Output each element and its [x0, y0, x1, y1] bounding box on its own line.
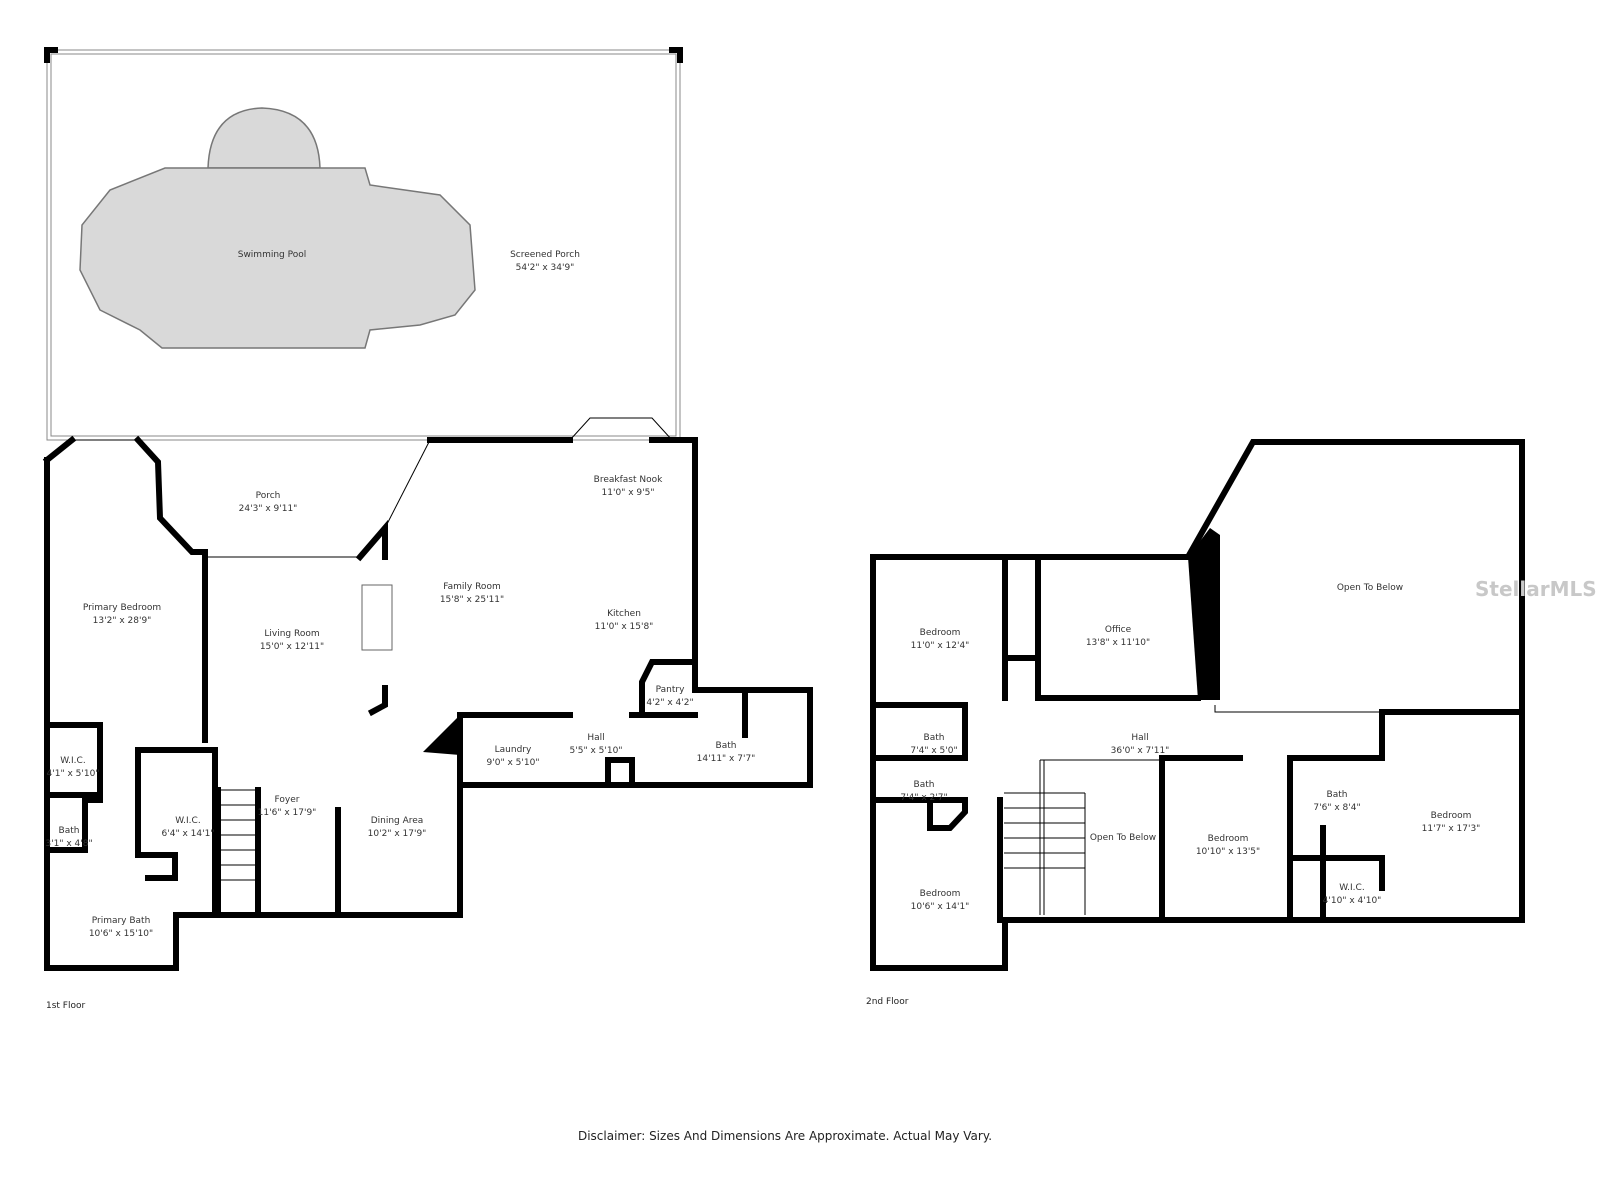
disclaimer: Disclaimer: Sizes And Dimensions Are App…: [578, 1129, 992, 1143]
room-name: Bedroom: [1208, 834, 1249, 844]
floor-label-1st: 1st Floor: [46, 1001, 85, 1011]
room-name: Swimming Pool: [238, 250, 307, 260]
room-name: Open To Below: [1337, 583, 1403, 593]
room-dimensions: 15'0" x 12'11": [260, 642, 324, 652]
room-name: Bedroom: [920, 889, 961, 899]
room-dimensions: 15'8" x 25'11": [440, 595, 504, 605]
room-dimensions: 7'4" x 2'7": [900, 793, 947, 803]
room-name: W.I.C.: [60, 756, 85, 766]
room-name: Dining Area: [371, 816, 424, 826]
room-name: Bath: [59, 826, 80, 836]
room-name: W.I.C.: [1339, 883, 1364, 893]
room-name: Bedroom: [1431, 811, 1472, 821]
room-dimensions: 11'0" x 15'8": [595, 622, 654, 632]
room-dimensions: 13'2" x 28'9": [93, 616, 152, 626]
watermark: StellarMLS: [1475, 577, 1597, 601]
room-dimensions: 10'2" x 17'9": [368, 829, 427, 839]
room-name: W.I.C.: [175, 816, 200, 826]
room-dimensions: 5'5" x 5'10": [570, 746, 623, 756]
room-dimensions: 7'4" x 5'0": [910, 746, 957, 756]
room-dimensions: 36'0" x 7'11": [1111, 746, 1170, 756]
room-name: Breakfast Nook: [594, 475, 663, 485]
room-name: Hall: [1131, 733, 1148, 743]
room-name: Bath: [716, 741, 737, 751]
room-name: Open To Below: [1090, 833, 1156, 843]
room-dimensions: 10'10" x 13'5": [1196, 847, 1260, 857]
room-name: Office: [1105, 625, 1132, 635]
room-dimensions: 14'11" x 7'7": [697, 754, 756, 764]
room-name: Bath: [924, 733, 945, 743]
room-name: Bedroom: [920, 628, 961, 638]
floor-label-2nd: 2nd Floor: [866, 997, 909, 1007]
room-name: Family Room: [443, 582, 500, 592]
room-dimensions: 11'0" x 9'5": [602, 488, 655, 498]
room-name: Kitchen: [607, 609, 641, 619]
room-dimensions: 4'2" x 4'2": [646, 698, 693, 708]
room-name: Bath: [914, 780, 935, 790]
room-name: Bath: [1327, 790, 1348, 800]
room-name: Primary Bath: [92, 916, 151, 926]
second-floor-walls: [870, 439, 1525, 971]
room-dimensions: 9'0" x 5'10": [487, 758, 540, 768]
room-dimensions: 13'8" x 11'10": [1086, 638, 1150, 648]
room-name: Primary Bedroom: [83, 603, 161, 613]
room-name: Screened Porch: [510, 250, 580, 260]
room-dimensions: 11'0" x 12'4": [911, 641, 970, 651]
room-dimensions: 11'6" x 17'9": [258, 808, 317, 818]
screened-porch-outline: [44, 47, 683, 441]
first-floor-walls: [42, 417, 813, 971]
room-labels: Swimming Pool Screened Porch 54'2" x 34'9"…: [45, 250, 1480, 939]
room-dimensions: 6'4" x 14'1": [162, 829, 215, 839]
room-dimensions: 3'1" x 4'8": [45, 839, 92, 849]
room-dimensions: 11'7" x 17'3": [1422, 824, 1481, 834]
room-name: Hall: [587, 733, 604, 743]
room-name: Living Room: [264, 629, 319, 639]
swimming-pool: [79, 107, 476, 349]
room-dimensions: 7'6" x 8'4": [1313, 803, 1360, 813]
room-name: Porch: [256, 491, 281, 501]
room-dimensions: 10'6" x 14'1": [911, 902, 970, 912]
room-dimensions: 4'1" x 5'10": [47, 769, 100, 779]
room-name: Laundry: [495, 745, 532, 755]
room-name: Foyer: [275, 795, 300, 805]
room-dimensions: 24'3" x 9'11": [239, 504, 298, 514]
room-dimensions: 10'6" x 15'10": [89, 929, 153, 939]
room-dimensions: 54'2" x 34'9": [516, 263, 575, 273]
room-dimensions: 4'10" x 4'10": [1323, 896, 1382, 906]
room-name: Pantry: [656, 685, 685, 695]
